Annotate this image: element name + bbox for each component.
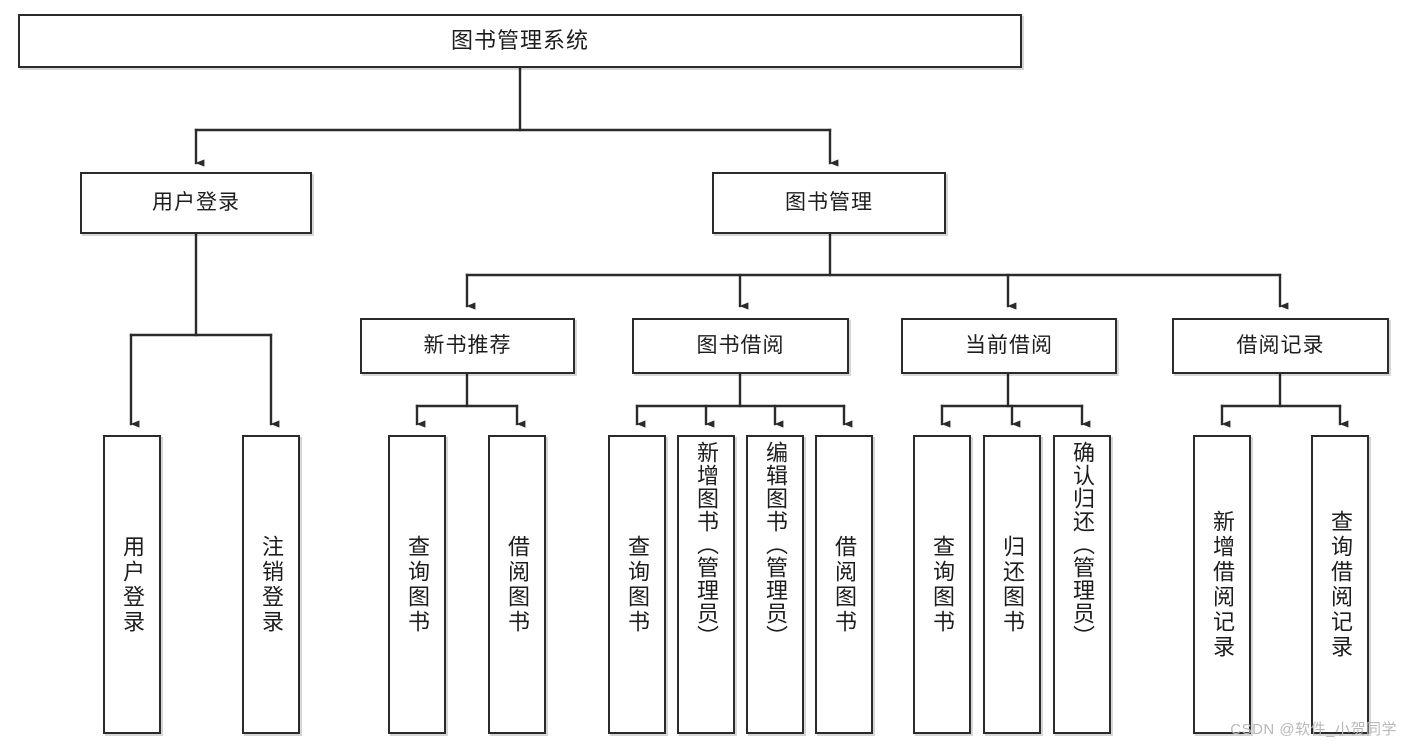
- node-label: 借阅图书: [505, 534, 530, 635]
- node-label: 图书管理系统: [450, 28, 589, 54]
- node-book-borrow[interactable]: 图书借阅: [632, 318, 849, 374]
- node-root-book-management-system[interactable]: 图书管理系统: [18, 14, 1022, 68]
- leaf-add-book-admin[interactable]: 新增图书（管理员）: [677, 435, 735, 734]
- node-label: 确认归还（管理员）: [1070, 441, 1095, 648]
- leaf-return-book[interactable]: 归还图书: [983, 435, 1041, 734]
- node-label: 查询图书: [930, 534, 955, 635]
- node-book-manage[interactable]: 图书管理: [712, 172, 946, 234]
- node-borrow-record[interactable]: 借阅记录: [1172, 318, 1389, 374]
- leaf-query-book-borrow[interactable]: 查询图书: [608, 435, 666, 734]
- node-label: 图书管理: [785, 190, 873, 214]
- leaf-borrow-book-new-recommend[interactable]: 借阅图书: [488, 435, 546, 734]
- node-new-book-recommend[interactable]: 新书推荐: [360, 318, 575, 374]
- node-label: 查询借阅记录: [1328, 509, 1353, 660]
- node-label: 用户登录: [152, 190, 240, 214]
- node-label: 查询图书: [625, 534, 650, 635]
- node-label: 图书借阅: [696, 333, 785, 357]
- leaf-query-borrow-record[interactable]: 查询借阅记录: [1311, 435, 1369, 734]
- node-current-borrow[interactable]: 当前借阅: [901, 318, 1117, 374]
- leaf-logout-login[interactable]: 注销登录: [242, 435, 300, 734]
- csdn-watermark: CSDN @软件_小贺同学: [1230, 721, 1397, 738]
- node-label: 查询图书: [405, 534, 430, 635]
- leaf-add-borrow-record[interactable]: 新增借阅记录: [1193, 435, 1251, 734]
- node-label: 注销登录: [259, 534, 284, 635]
- node-label: 新增图书（管理员）: [694, 441, 719, 648]
- node-label: 借阅记录: [1236, 333, 1325, 357]
- node-label: 借阅图书: [832, 534, 857, 635]
- node-label: 用户登录: [120, 534, 145, 635]
- node-label: 新增借阅记录: [1210, 509, 1235, 660]
- leaf-edit-book-admin[interactable]: 编辑图书（管理员）: [746, 435, 804, 734]
- node-label: 归还图书: [1000, 534, 1025, 635]
- leaf-confirm-return-admin[interactable]: 确认归还（管理员）: [1053, 435, 1111, 734]
- node-label: 当前借阅: [965, 333, 1053, 357]
- node-label: 编辑图书（管理员）: [763, 441, 788, 648]
- leaf-query-book-new-recommend[interactable]: 查询图书: [388, 435, 446, 734]
- leaf-user-login[interactable]: 用户登录: [103, 435, 161, 734]
- node-label: 新书推荐: [423, 333, 512, 357]
- leaf-borrow-book[interactable]: 借阅图书: [815, 435, 873, 734]
- leaf-query-book-current[interactable]: 查询图书: [913, 435, 971, 734]
- node-user-login[interactable]: 用户登录: [80, 172, 312, 234]
